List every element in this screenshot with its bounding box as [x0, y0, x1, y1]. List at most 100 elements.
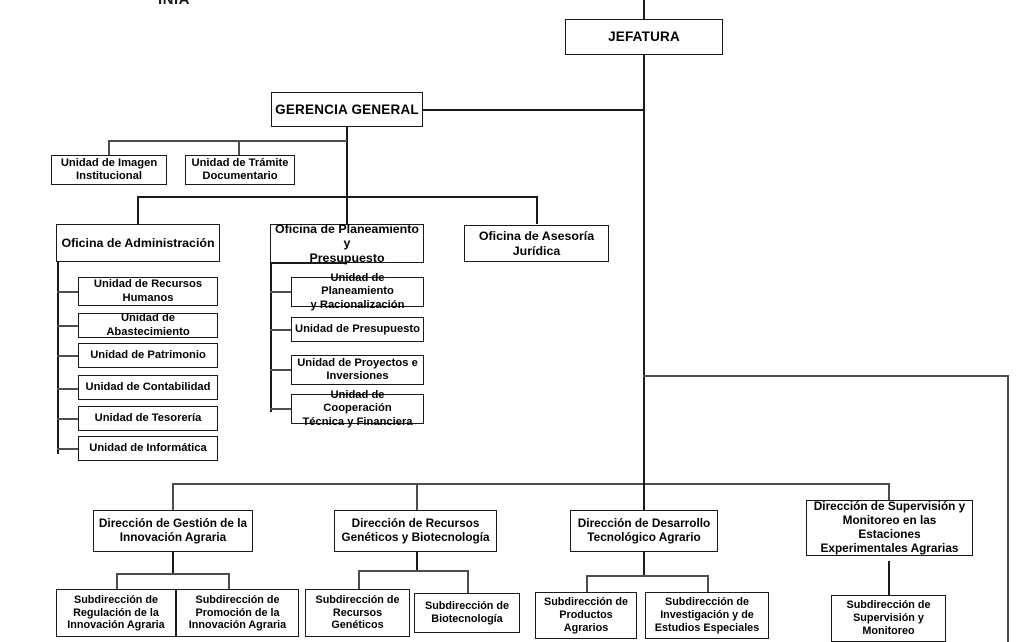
node-unidad-tesoreria-label: Unidad de Tesorería	[94, 411, 202, 424]
node-jefatura-label: JEFATURA	[608, 29, 680, 45]
node-subdireccion-recursos-geneticos-label: Subdirección de Recursos Genéticos	[315, 593, 400, 632]
node-unidad-proyectos-inversiones-label: Unidad de Proyectos e Inversiones	[297, 356, 418, 382]
node-subdireccion-investigacion-estudios-especiales-label: Subdirección de Investigación y de Estud…	[654, 596, 760, 634]
node-direccion-supervision-monitoreo-label: Dirección de Supervisión y Monitoreo en …	[813, 499, 966, 555]
connector-admin-abastecimiento	[57, 325, 78, 327]
connector-admin-contabilidad	[57, 388, 78, 390]
node-unidad-patrimonio[interactable]: Unidad de Patrimonio	[78, 343, 218, 368]
node-subdireccion-promocion-innovacion[interactable]: Subdirección de Promoción de la Innovaci…	[176, 589, 299, 637]
connector-plan-cooperacion	[270, 408, 291, 410]
node-direccion-gestion-innovacion-agraria-label: Dirección de Gestión de la Innovación Ag…	[98, 516, 248, 544]
node-unidad-cooperacion-tecnica-financiera[interactable]: Unidad de Cooperación Técnica y Financie…	[291, 389, 424, 428]
node-subdireccion-regulacion-innovacion[interactable]: Subdirección de Regulación de la Innovac…	[56, 589, 176, 637]
connector-plan-rail	[270, 262, 272, 412]
connector-admin-rrhh	[57, 291, 78, 293]
connector-directions-bar	[172, 483, 889, 485]
connector-plan-planrac	[270, 291, 291, 293]
node-subdireccion-productos-agrarios-label: Subdirección de Productos Agrarios	[544, 596, 628, 634]
node-direccion-supervision-monitoreo[interactable]: Dirección de Supervisión y Monitoreo en …	[806, 499, 973, 556]
connector-gestion-regulacion	[116, 573, 118, 589]
node-unidad-planeamiento-racionalizacion-label: Unidad de Planeamiento y Racionalización	[310, 272, 405, 311]
node-unidad-abastecimiento-label: Unidad de Abastecimiento	[106, 312, 190, 338]
node-subdireccion-biotecnologia[interactable]: Subdirección de Biotecnología	[414, 593, 520, 633]
page-title: INIA	[158, 0, 190, 8]
node-direccion-gestion-innovacion-agraria[interactable]: Dirección de Gestión de la Innovación Ag…	[93, 510, 253, 552]
node-unidad-recursos-humanos-label: Unidad de Recursos Humanos	[93, 278, 203, 304]
node-unidad-cooperacion-tecnica-financiera-label: Unidad de Cooperación Técnica y Financie…	[302, 389, 413, 428]
node-unidad-imagen-institucional-label: Unidad de Imagen Institucional	[60, 156, 158, 182]
connector-right-branch-top	[643, 375, 1008, 377]
connector-supervision-drop	[888, 561, 890, 595]
node-oficina-planeamiento-presupuesto[interactable]: Oficina de Planeamiento y Presupuesto	[270, 221, 424, 265]
connector-jefatura-spine	[643, 54, 645, 484]
node-unidad-contabilidad-label: Unidad de Contabilidad	[85, 380, 211, 393]
connector-offices-juridica	[536, 196, 538, 224]
node-gerencia-general-label: GERENCIA GENERAL	[275, 101, 419, 117]
node-subdireccion-recursos-geneticos[interactable]: Subdirección de Recursos Genéticos	[305, 589, 410, 637]
connector-recursos-drop	[416, 551, 418, 570]
connector-gerencia-to-spine	[423, 109, 644, 111]
connector-desarrollo-investigacion	[707, 575, 709, 592]
node-unidad-planeamiento-racionalizacion[interactable]: Unidad de Planeamiento y Racionalización	[291, 272, 424, 311]
node-unidad-proyectos-inversiones[interactable]: Unidad de Proyectos e Inversiones	[291, 355, 424, 385]
connector-offices-admin	[137, 196, 139, 224]
node-subdireccion-supervision-monitoreo-label: Subdirección de Supervisión y Monitoreo	[846, 599, 931, 637]
node-unidad-patrimonio-label: Unidad de Patrimonio	[90, 348, 206, 361]
connector-plan-presupuesto	[270, 329, 291, 331]
connector-offices-bar	[137, 196, 537, 198]
connector-dir-supervision	[888, 483, 890, 503]
node-subdireccion-regulacion-innovacion-label: Subdirección de Regulación de la Innovac…	[67, 593, 165, 632]
connector-recursos-biotec	[467, 570, 469, 593]
connector-desarrollo-drop	[643, 551, 645, 575]
node-unidad-contabilidad[interactable]: Unidad de Contabilidad	[78, 375, 218, 400]
connector-dir-desarrollo	[643, 483, 645, 510]
node-unidad-presupuesto[interactable]: Unidad de Presupuesto	[291, 317, 424, 342]
connector-recursos-bar	[358, 570, 468, 572]
connector-gestion-drop	[172, 551, 174, 573]
node-oficina-administracion-label: Oficina de Administración	[61, 235, 215, 250]
connector-recursos-gen	[358, 570, 360, 589]
node-oficina-administracion[interactable]: Oficina de Administración	[56, 224, 220, 262]
node-unidad-presupuesto-label: Unidad de Presupuesto	[295, 322, 420, 335]
node-jefatura[interactable]: JEFATURA	[565, 19, 723, 55]
connector-gestion-bar	[116, 573, 229, 575]
node-gerencia-general[interactable]: GERENCIA GENERAL	[271, 92, 423, 127]
connector-offices-planeamiento	[346, 196, 348, 224]
connector-desarrollo-productos	[586, 575, 588, 592]
node-direccion-recursos-geneticos-biotecnologia[interactable]: Dirección de Recursos Genéticos y Biotec…	[334, 510, 497, 552]
node-unidad-tesoreria[interactable]: Unidad de Tesorería	[78, 406, 218, 431]
node-unidad-abastecimiento[interactable]: Unidad de Abastecimiento	[78, 312, 218, 338]
node-subdireccion-investigacion-estudios-especiales[interactable]: Subdirección de Investigación y de Estud…	[645, 592, 769, 639]
node-direccion-desarrollo-tecnologico-agrario[interactable]: Dirección de Desarrollo Tecnológico Agra…	[570, 510, 718, 552]
connector-admin-patrimonio	[57, 355, 78, 357]
connector-admin-rail	[57, 260, 59, 454]
node-unidad-informatica[interactable]: Unidad de Informática	[78, 436, 218, 461]
node-unidad-informatica-label: Unidad de Informática	[89, 441, 207, 454]
node-subdireccion-promocion-innovacion-label: Subdirección de Promoción de la Innovaci…	[188, 593, 287, 632]
connector-plan-proyectos	[270, 369, 291, 371]
node-oficina-planeamiento-presupuesto-label: Oficina de Planeamiento y Presupuesto	[275, 221, 419, 265]
node-unidad-tramite-documentario-label: Unidad de Trámite Documentario	[191, 156, 289, 182]
connector-admin-tesoreria	[57, 418, 78, 420]
node-direccion-desarrollo-tecnologico-agrario-label: Dirección de Desarrollo Tecnológico Agra…	[577, 516, 711, 544]
connector-dir-gestion	[172, 483, 174, 510]
connector-admin-informatica	[57, 448, 78, 450]
connector-staff-tramite	[238, 140, 240, 156]
connector-dir-recursos	[416, 483, 418, 510]
connector-above-jefatura	[643, 0, 645, 19]
node-unidad-tramite-documentario[interactable]: Unidad de Trámite Documentario	[185, 155, 295, 185]
node-subdireccion-biotecnologia-label: Subdirección de Biotecnología	[425, 600, 509, 625]
node-unidad-recursos-humanos[interactable]: Unidad de Recursos Humanos	[78, 277, 218, 306]
node-oficina-asesoria-juridica[interactable]: Oficina de Asesoría Jurídica	[464, 225, 609, 262]
node-subdireccion-supervision-monitoreo[interactable]: Subdirección de Supervisión y Monitoreo	[831, 595, 946, 642]
connector-staff-bar	[108, 140, 347, 142]
node-unidad-imagen-institucional[interactable]: Unidad de Imagen Institucional	[51, 155, 167, 185]
connector-desarrollo-bar	[586, 575, 708, 577]
connector-staff-imagen	[108, 140, 110, 156]
node-oficina-asesoria-juridica-label: Oficina de Asesoría Jurídica	[478, 228, 595, 258]
node-subdireccion-productos-agrarios[interactable]: Subdirección de Productos Agrarios	[535, 592, 637, 639]
connector-right-branch-vertical	[1007, 375, 1009, 642]
connector-gestion-promocion	[228, 573, 230, 589]
connector-gerencia-drop	[346, 126, 348, 196]
